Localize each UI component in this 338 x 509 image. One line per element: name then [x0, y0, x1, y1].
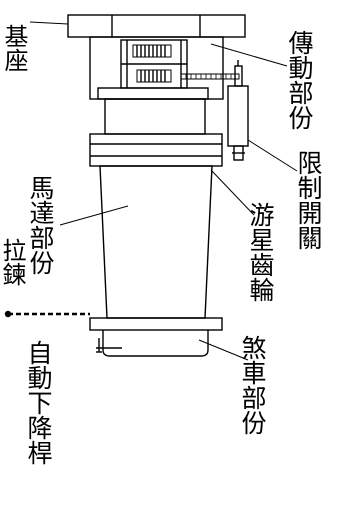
brake-flange [89, 317, 223, 331]
neck [104, 98, 206, 135]
base-plate [67, 14, 246, 38]
motor-body [99, 165, 213, 319]
label-chain: 拉鍊 [0, 238, 26, 286]
planetary-gear-housing [89, 133, 223, 167]
label-planetary-gear: 游星齒輪 [246, 202, 275, 302]
limit-switch-assembly [227, 60, 249, 161]
auto-lower-lever [96, 338, 122, 353]
brake-housing [102, 330, 209, 357]
label-transmission: 傳動部份 [285, 30, 314, 130]
rack-shaft [180, 73, 240, 80]
gear-upper [132, 44, 172, 58]
label-base: 基座 [0, 24, 28, 72]
label-motor: 馬達部份 [26, 175, 55, 275]
pull-chain [4, 310, 90, 318]
label-auto-lower-lever: 自動下降桿 [24, 340, 53, 465]
label-brake: 煞車部份 [238, 335, 267, 435]
leader-lines [29, 21, 298, 361]
gear-lower [136, 69, 172, 83]
label-limit-switch: 限制開關 [294, 150, 323, 250]
